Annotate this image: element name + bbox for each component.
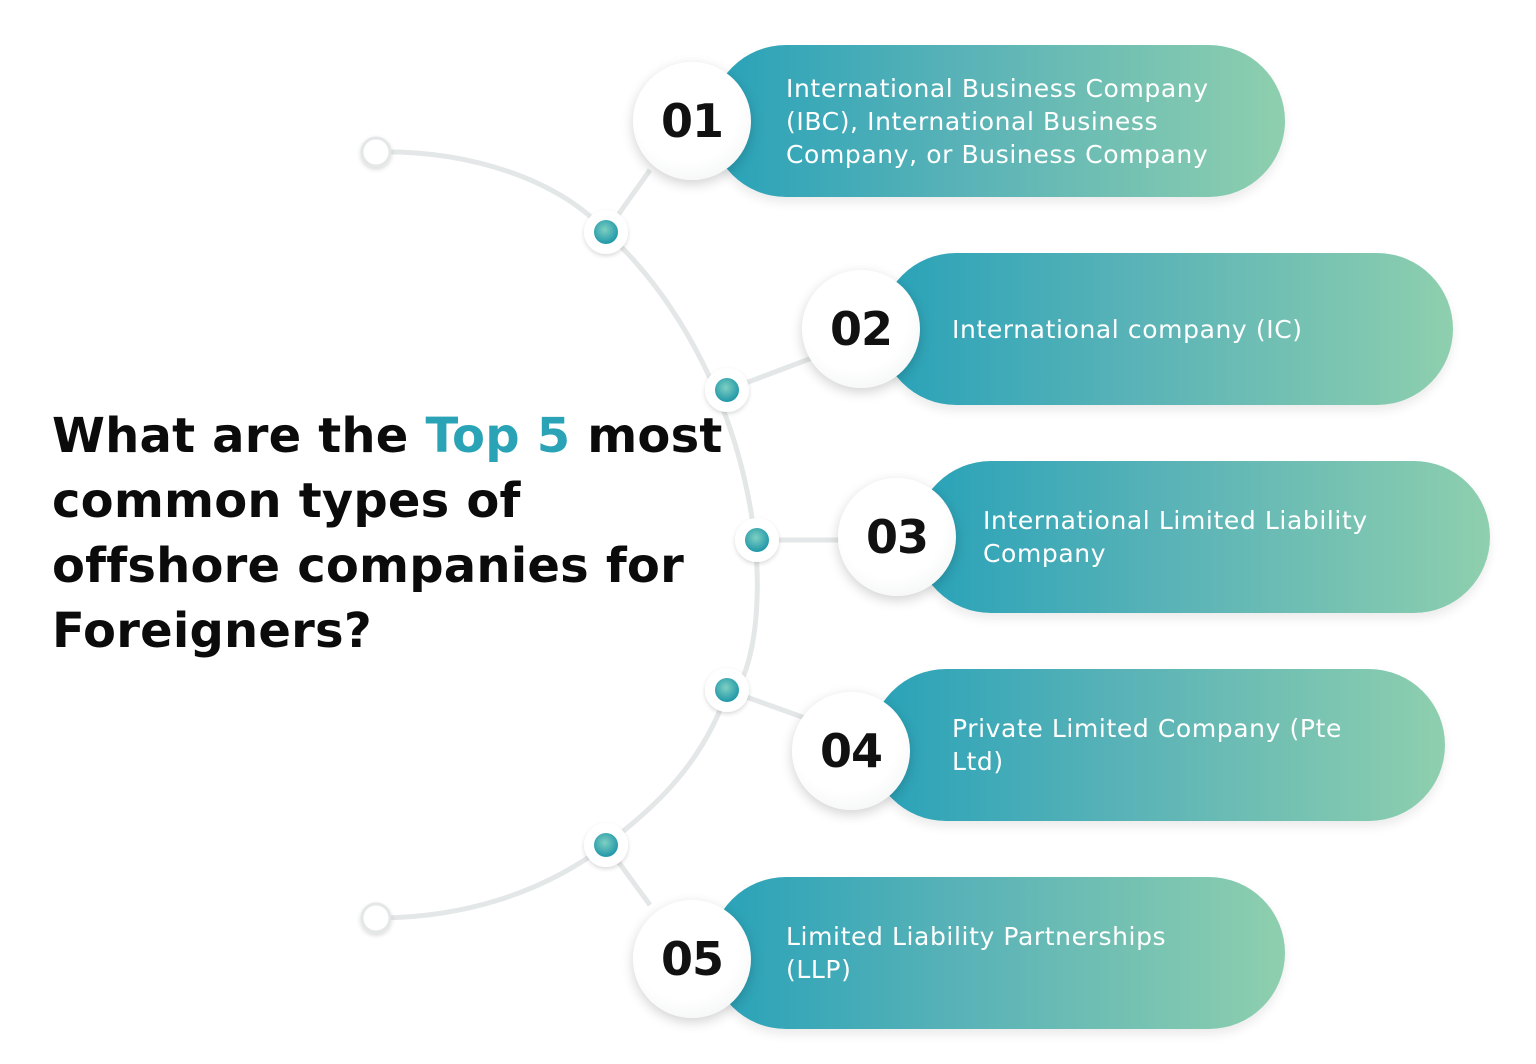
item-text-05: Limited Liability Partnerships (LLP) — [786, 922, 1167, 984]
arc-end-top — [360, 136, 392, 168]
node-dot-04 — [705, 668, 749, 712]
item-pill-01: International Business Company (IBC), In… — [710, 45, 1285, 197]
node-dot-05 — [584, 823, 628, 867]
item-text-03: International Limited Liability Company — [983, 506, 1368, 568]
item-text-01: International Business Company (IBC), In… — [786, 73, 1209, 169]
arc-end-bottom — [360, 902, 392, 934]
node-dot-01 — [584, 210, 628, 254]
node-dot-02 — [705, 368, 749, 412]
item-pill-04: Private Limited Company (Pte Ltd) — [870, 669, 1445, 821]
item-number-05: 05 — [660, 932, 724, 986]
title-part-2: most common types of offshore companies … — [52, 408, 723, 659]
item-badge-02: 02 — [802, 270, 920, 388]
title-part-1: What are the — [52, 408, 426, 464]
item-text-02: International company (IC) — [952, 314, 1303, 344]
item-number-03: 03 — [865, 510, 929, 564]
page-title: What are the Top 5 most common types of … — [52, 404, 752, 664]
item-text-04: Private Limited Company (Pte Ltd) — [952, 714, 1342, 776]
item-badge-04: 04 — [792, 692, 910, 810]
node-dot-03 — [735, 518, 779, 562]
item-pill-05: Limited Liability Partnerships (LLP) — [710, 877, 1285, 1029]
item-badge-01: 01 — [633, 62, 751, 180]
item-badge-03: 03 — [838, 478, 956, 596]
item-badge-05: 05 — [633, 900, 751, 1018]
item-number-02: 02 — [829, 302, 893, 356]
item-pill-03: International Limited Liability Company — [915, 461, 1490, 613]
item-number-01: 01 — [660, 94, 724, 148]
item-pill-02: International company (IC) — [880, 253, 1453, 405]
item-number-04: 04 — [819, 724, 883, 778]
timeline-arc — [373, 149, 760, 921]
title-highlight: Top 5 — [425, 408, 571, 464]
